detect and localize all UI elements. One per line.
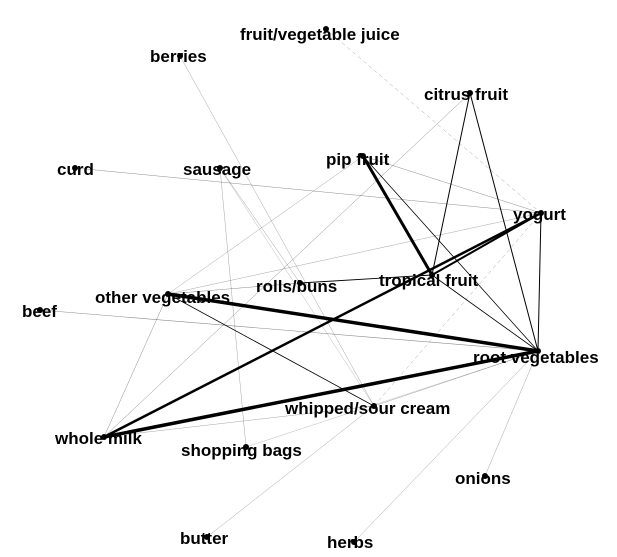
node-label-root-vegetables: root vegetables: [473, 348, 599, 367]
edge-shopping-bags-root-vegetables: [245, 350, 539, 448]
node-label-fruit-vegetable-juice: fruit/vegetable juice: [240, 25, 400, 44]
edge-other-vegetables-root-vegetables: [167, 292, 539, 353]
edges-layer: [39, 28, 542, 543]
node-label-sausage: sausage: [183, 160, 251, 179]
edge-tropical-fruit-yogurt: [431, 212, 542, 276]
edge-tropical-fruit-root-vegetables: [431, 274, 539, 352]
node-dot-pip-fruit: [360, 153, 366, 159]
edge-yogurt-root-vegetables: [537, 212, 542, 352]
node-label-onions: onions: [455, 469, 511, 488]
node-label-whole-milk: whole milk: [54, 429, 142, 448]
edge-herbs-root-vegetables: [353, 350, 539, 543]
node-label-beef: beef: [22, 302, 57, 321]
edge-pip-fruit-tropical-fruit: [361, 155, 434, 276]
edge-rolls-buns-tropical-fruit: [299, 274, 433, 284]
edge-citrus-fruit-tropical-fruit: [431, 92, 471, 276]
edge-whole-milk-root-vegetables: [103, 349, 539, 439]
node-dot-tropical-fruit: [429, 272, 435, 278]
node-label-whipped-sour-cream: whipped/sour cream: [284, 399, 450, 418]
edge-curd-yogurt: [74, 167, 542, 214]
node-dot-beef: [37, 307, 43, 313]
edge-whole-milk-yogurt: [103, 211, 542, 439]
edge-butter-whipped-sour-cream: [206, 405, 375, 538]
node-dot-fruit-vegetable-juice: [323, 26, 329, 32]
node-dot-sausage: [217, 165, 223, 171]
node-dot-herbs: [351, 539, 357, 545]
node-dot-shopping-bags: [243, 444, 249, 450]
node-dot-other-vegetables: [165, 291, 171, 297]
edge-fruit-vegetable-juice-yogurt: [325, 28, 542, 214]
node-label-pip-fruit: pip fruit: [326, 150, 390, 169]
node-dot-onions: [482, 473, 488, 479]
edge-pip-fruit-root-vegetables: [362, 155, 539, 352]
edge-citrus-fruit-root-vegetables: [469, 92, 539, 352]
edge-sausage-whipped-sour-cream: [219, 167, 375, 407]
edge-whipped-sour-cream-root-vegetables: [373, 350, 539, 407]
node-dot-root-vegetables: [535, 348, 541, 354]
node-label-shopping-bags: shopping bags: [181, 441, 302, 460]
node-dot-berries: [177, 53, 183, 59]
node-dot-citrus-fruit: [467, 90, 473, 96]
edge-other-vegetables-rolls-buns: [167, 282, 301, 295]
edge-other-vegetables-yogurt: [167, 212, 542, 295]
node-label-curd: curd: [57, 160, 94, 179]
edge-whole-milk-citrus-fruit: [103, 92, 471, 438]
edge-pip-fruit-yogurt: [362, 155, 542, 214]
edge-other-vegetables-pip-fruit: [167, 155, 364, 295]
edge-beef-root-vegetables: [39, 309, 539, 352]
labels-layer: fruit/vegetable juice berries citrus fruit…: [22, 25, 599, 552]
node-label-citrus-fruit: citrus fruit: [424, 85, 508, 104]
edge-sausage-rolls-buns: [219, 167, 301, 284]
node-label-herbs: herbs: [327, 533, 373, 552]
node-dot-whole-milk: [101, 434, 107, 440]
node-label-berries: berries: [150, 47, 207, 66]
edge-other-vegetables-whipped-sour-cream: [167, 293, 375, 407]
node-label-other-vegetables: other vegetables: [95, 288, 230, 307]
nodes-layer: [37, 26, 544, 545]
node-dot-butter: [204, 534, 210, 540]
edge-onions-root-vegetables: [484, 350, 539, 477]
node-label-yogurt: yogurt: [513, 205, 566, 224]
node-dot-rolls-buns: [297, 280, 303, 286]
node-dot-whipped-sour-cream: [371, 403, 377, 409]
node-label-rolls-buns: rolls/buns: [256, 277, 337, 296]
edge-berries-whipped-sour-cream: [179, 55, 375, 407]
node-label-butter: butter: [180, 529, 229, 548]
edge-whipped-sour-cream-yogurt: [373, 212, 542, 407]
edge-whole-milk-other-vegetables: [103, 293, 169, 438]
node-dot-yogurt: [538, 210, 544, 216]
edge-sausage-shopping-bags: [219, 167, 247, 448]
node-dot-curd: [72, 165, 78, 171]
edge-whole-milk-whipped-sour-cream: [103, 405, 375, 438]
node-label-tropical-fruit: tropical fruit: [379, 271, 479, 290]
